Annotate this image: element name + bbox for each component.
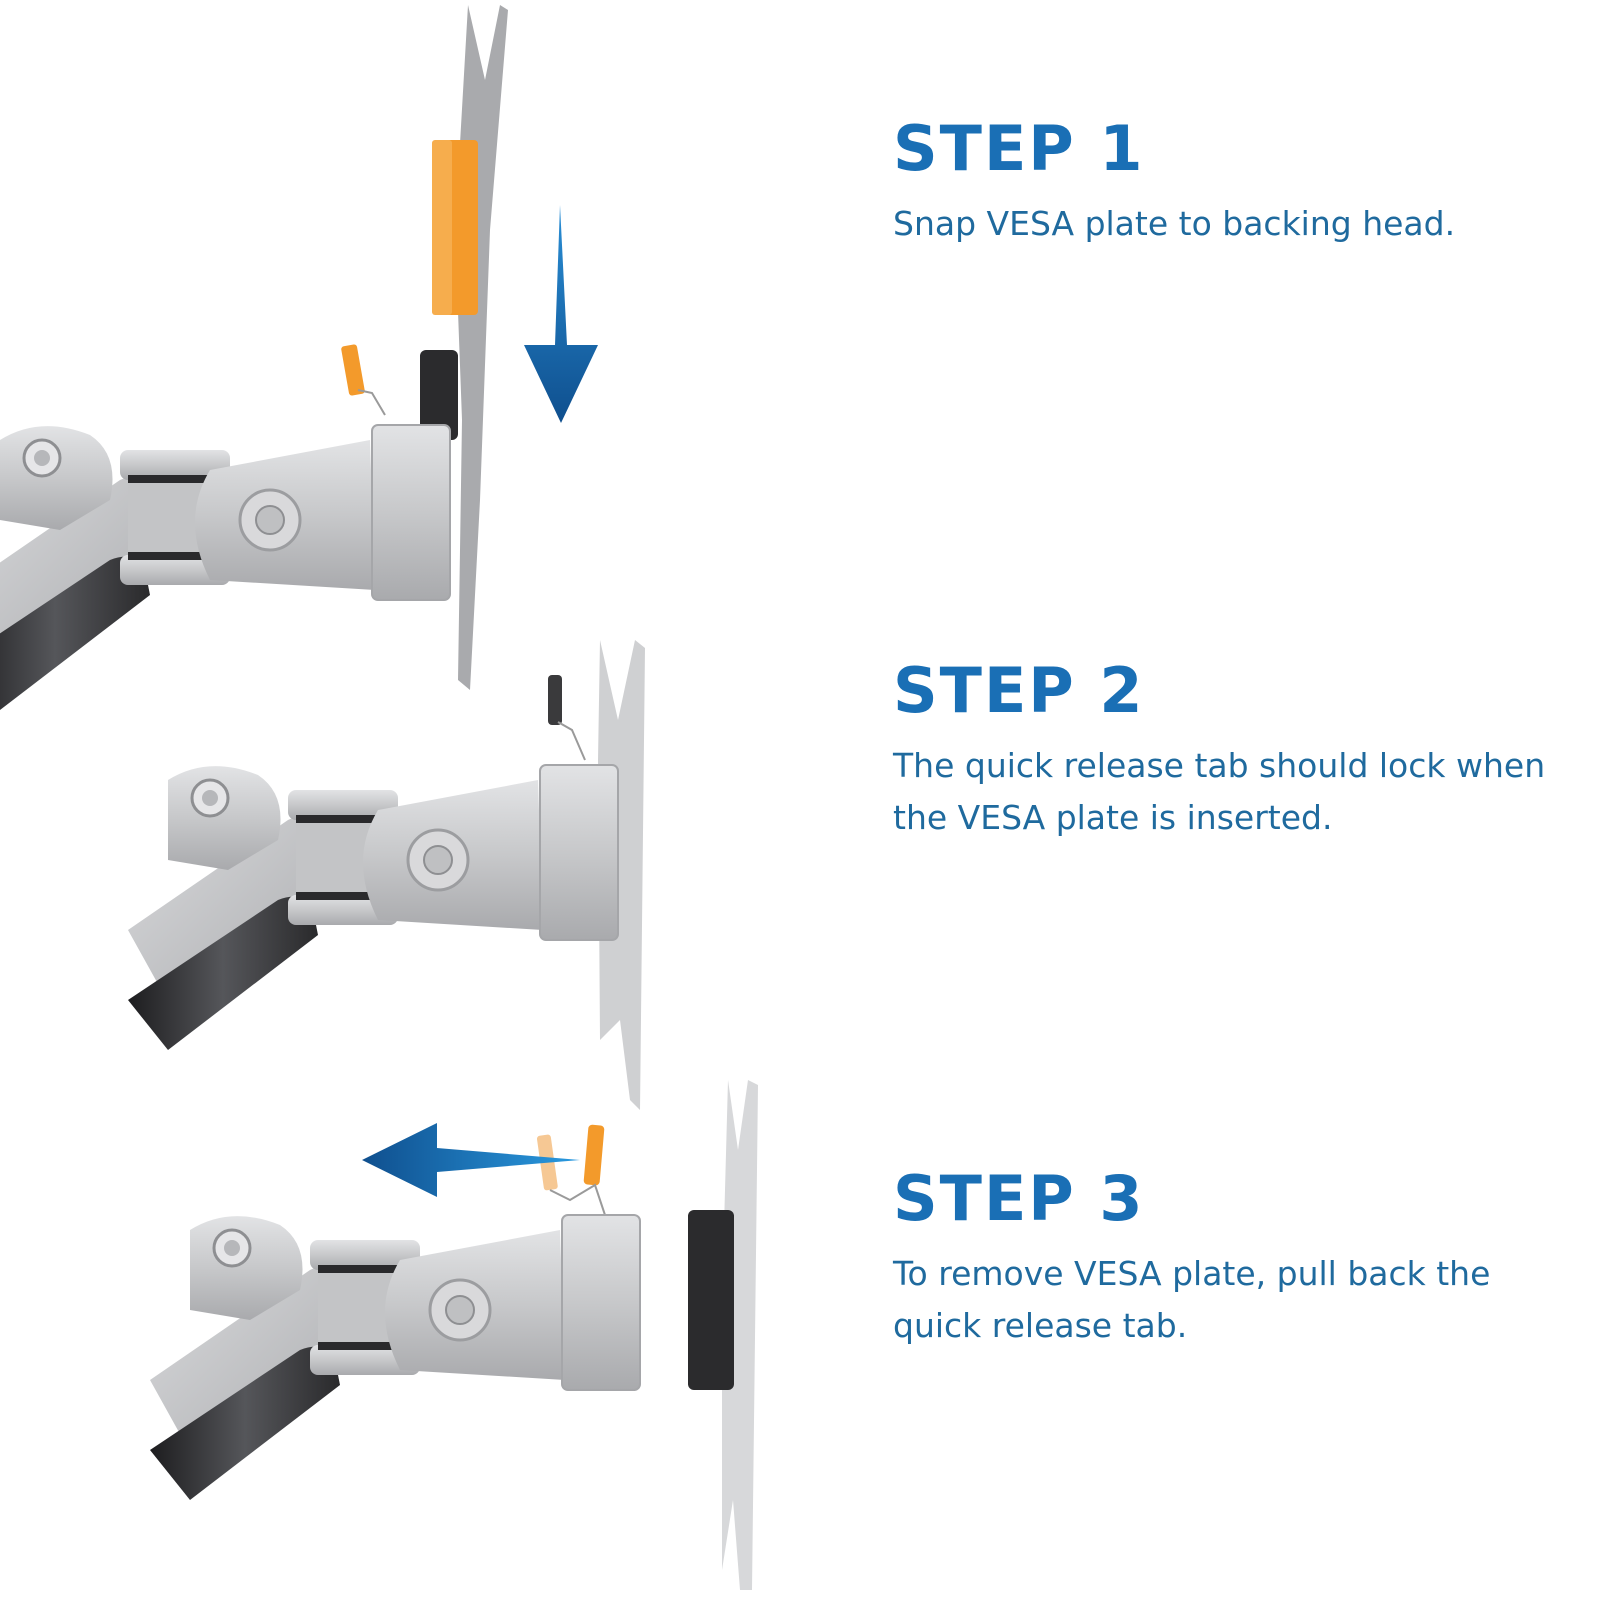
step-2-title: STEP 2: [893, 654, 1145, 727]
step-1-illustration: [0, 5, 508, 712]
step-2-description: The quick release tab should lock when t…: [893, 746, 1546, 837]
step-2-illustration: [126, 640, 645, 1110]
monitor-arm-illustration: [0, 5, 758, 1590]
step-1-title: STEP 1: [893, 112, 1145, 185]
step-2: STEP 2 The quick release tab should lock…: [893, 660, 1573, 844]
step-3-title: STEP 3: [893, 1162, 1145, 1235]
step-3: STEP 3 To remove VESA plate, pull back t…: [893, 1168, 1573, 1352]
step-3-illustration: [148, 1080, 758, 1590]
step-1-description: Snap VESA plate to backing head.: [893, 204, 1456, 243]
step-1: STEP 1 Snap VESA plate to backing head.: [893, 118, 1573, 250]
down-arrow-icon: [524, 205, 598, 423]
left-arrow-icon: [362, 1123, 580, 1197]
step-3-description: To remove VESA plate, pull back the quic…: [893, 1254, 1491, 1345]
